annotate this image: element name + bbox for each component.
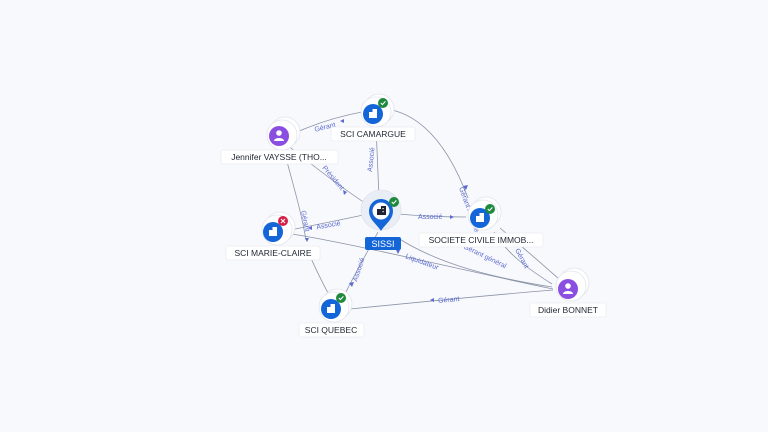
arrow-marker — [450, 215, 454, 219]
node-societe-civile[interactable]: SOCIETE CIVILE IMMOB... — [418, 196, 544, 248]
node-jennifer[interactable]: Jennifer VAYSSE (THO... — [220, 116, 339, 165]
check-icon — [485, 204, 495, 214]
arrow-marker — [343, 190, 347, 195]
edge-label-didier-quebec: Gérant — [438, 296, 460, 305]
check-icon — [336, 293, 346, 303]
node-didier[interactable]: Didier BONNET — [529, 267, 607, 318]
node-label-sci-camargue: SCI CAMARGUE — [340, 129, 406, 139]
edge-label-center-camargue: Associé — [367, 147, 377, 172]
edge-label-didier-societe-ag: Gérant général — [462, 244, 507, 271]
edge-label-didier-center: Liquidateur — [404, 253, 440, 272]
node-label-didier: Didier BONNET — [538, 305, 598, 315]
edge-didier-center — [397, 237, 553, 288]
arrow-marker — [463, 185, 468, 190]
edge-camargue-societe — [391, 109, 469, 199]
person-icon — [274, 130, 284, 141]
edges — [282, 109, 561, 310]
node-label-jennifer: Jennifer VAYSSE (THO... — [231, 152, 327, 162]
person-icon — [563, 283, 573, 294]
node-sci-quebec[interactable]: SCI QUEBEC — [298, 288, 365, 338]
node-label-sci-marie-claire: SCI MARIE-CLAIRE — [235, 248, 312, 258]
arrow-marker — [430, 298, 434, 302]
node-label-sci-quebec: SCI QUEBEC — [305, 325, 357, 335]
check-icon — [389, 197, 399, 207]
check-icon — [378, 98, 388, 108]
building-icon — [269, 227, 277, 236]
edge-label-center-marieclaire: Associé — [316, 220, 341, 231]
node-sci-camargue[interactable]: SCI CAMARGUE — [330, 93, 416, 142]
node-sci-marie-claire[interactable]: SCI MARIE-CLAIRE — [225, 211, 321, 261]
building-icon — [476, 213, 484, 222]
arrow-marker — [305, 238, 309, 242]
edge-label-jennifer-center: Président — [320, 165, 344, 192]
building-icon — [327, 304, 335, 313]
node-center[interactable]: SISSI — [360, 189, 402, 250]
building-icon — [377, 206, 386, 215]
arrow-marker — [396, 250, 400, 254]
center-label-bg — [365, 237, 401, 250]
edge-label-jennifer-camargue: Gérant — [314, 122, 337, 134]
edge-center-societe — [397, 213, 467, 218]
edge-center-marieclaire — [289, 213, 369, 231]
arrow-marker — [308, 226, 312, 230]
edge-label-center-quebec: Associé — [352, 257, 366, 283]
center-label: SISSI — [371, 239, 394, 249]
arrow-marker — [349, 282, 354, 287]
edge-didier-marieclaire — [291, 233, 554, 290]
edge-label-jennifer-marieclaire: Gérant — [299, 210, 310, 232]
building-icon — [369, 109, 377, 118]
edge-label-center-societe: Associé — [418, 214, 443, 221]
node-label-societe-civile: SOCIETE CIVILE IMMOB... — [429, 235, 534, 245]
arrow-marker — [340, 119, 344, 123]
edge-didier-quebec — [349, 289, 554, 310]
edge-jennifer-camargue — [296, 111, 363, 133]
